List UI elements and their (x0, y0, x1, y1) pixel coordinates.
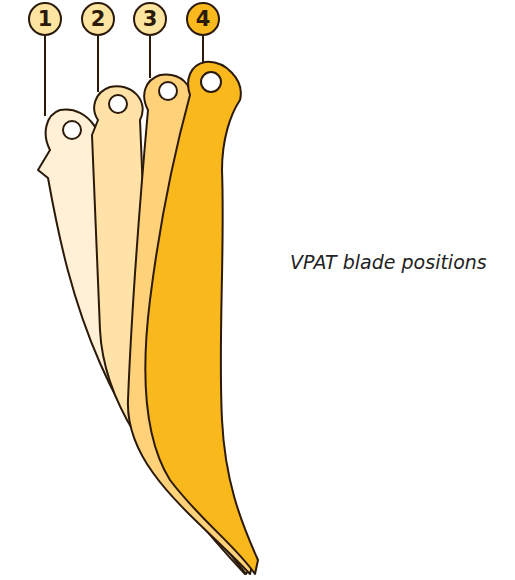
callout-circle: 2 (81, 2, 115, 36)
callout-number: 4 (196, 9, 211, 30)
blade-hole (109, 95, 127, 113)
caption-note: VPAT blade positions (290, 251, 487, 273)
callout-circle: 3 (133, 2, 167, 36)
blade-hole (159, 82, 177, 100)
leader-line (97, 36, 99, 92)
callout-number: 1 (38, 9, 53, 30)
leader-line (202, 36, 204, 64)
blade-position-4 (145, 62, 258, 574)
blade-hole (201, 72, 221, 92)
leader-line (149, 36, 151, 78)
callout-number: 2 (91, 9, 106, 30)
callout-number: 3 (143, 9, 158, 30)
leader-line (44, 36, 46, 116)
callout-circle: 4 (186, 2, 220, 36)
blade-hole (63, 121, 81, 139)
callout-circle: 1 (28, 2, 62, 36)
